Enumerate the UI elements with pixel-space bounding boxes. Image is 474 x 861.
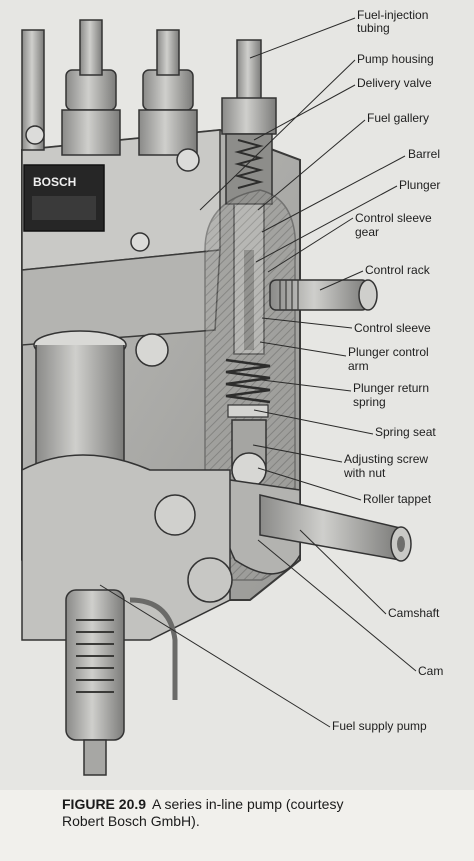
figure-panel: BOSCH	[0, 0, 474, 790]
label-cam: Cam	[418, 664, 443, 678]
camshaft	[222, 479, 412, 575]
label-plunger: Plunger	[399, 178, 440, 192]
caption-credit: Robert Bosch GmbH).	[62, 813, 200, 829]
figure-caption: FIGURE 20.9 A series in-line pump (courte…	[62, 796, 462, 830]
label-spring-seat: Spring seat	[375, 425, 436, 439]
label-barrel: Barrel	[408, 147, 440, 161]
label-fuel-gallery: Fuel gallery	[367, 111, 429, 125]
pump-illustration: BOSCH	[21, 8, 443, 776]
bosch-logo-text: BOSCH	[33, 175, 76, 189]
label-fuel-supply-pump: Fuel supply pump	[332, 719, 427, 733]
label-delivery-valve: Delivery valve	[357, 76, 432, 90]
caption-figure-number: FIGURE 20.9	[62, 796, 147, 812]
label-control-sleeve: Control sleeve	[354, 321, 431, 335]
control-rack	[269, 279, 378, 311]
label-camshaft: Camshaft	[388, 606, 440, 620]
fuel-supply-pump	[21, 330, 233, 776]
label-roller-tappet: Roller tappet	[363, 492, 432, 506]
caption-text: A series in-line pump (courtesy	[152, 796, 344, 812]
bosch-nameplate: BOSCH	[23, 164, 105, 232]
label-pump-housing: Pump housing	[357, 52, 434, 66]
label-control-rack: Control rack	[365, 263, 431, 277]
leader-lines	[99, 17, 417, 728]
outlet-fittings	[21, 19, 200, 252]
